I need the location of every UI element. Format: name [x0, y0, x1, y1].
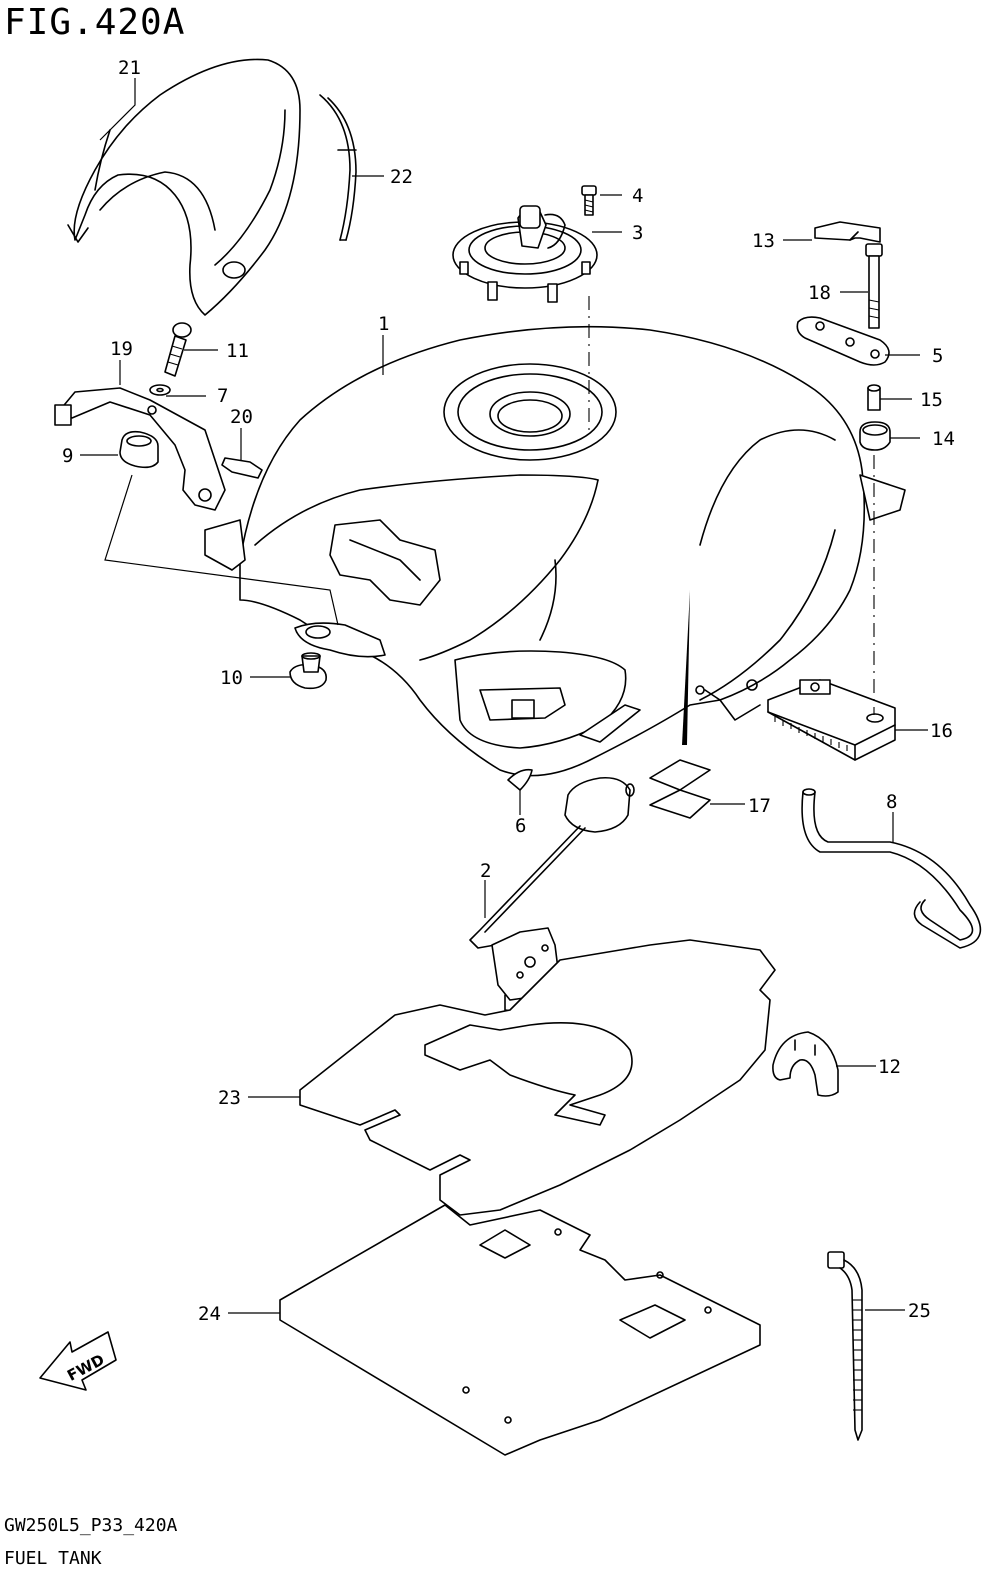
fuel-cap-part: [452, 205, 598, 303]
callout-labels: 1 2 3 4 5 6 7 8 9 10 11 12 13 14 15 16 1…: [62, 57, 955, 1325]
leader-lines: [80, 78, 928, 1314]
callout-20: 20: [230, 406, 253, 428]
callout-10: 10: [220, 667, 243, 689]
callout-4: 4: [632, 185, 643, 207]
rubber-cushion-part: [859, 421, 891, 451]
figure-name: FUEL TANK: [4, 1548, 102, 1569]
breather-hose-part: [801, 788, 982, 949]
callout-9: 9: [62, 445, 73, 467]
callout-5: 5: [932, 345, 943, 367]
cushion-block-part: [814, 221, 881, 243]
callout-16: 16: [930, 720, 953, 742]
fuel-tank-part: [204, 325, 906, 777]
grommet-small-part: [289, 652, 328, 690]
callout-19: 19: [110, 338, 133, 360]
callout-7: 7: [217, 385, 228, 407]
plate-bracket-part: [796, 316, 890, 366]
callout-24: 24: [198, 1303, 221, 1325]
callout-6: 6: [515, 815, 526, 837]
long-bolt-part: [865, 243, 883, 329]
screw-part: [581, 185, 597, 216]
grommet-part: [119, 430, 159, 469]
cable-tie-part: [827, 1251, 863, 1441]
callout-14: 14: [932, 428, 955, 450]
bracket-part: [54, 387, 226, 511]
assembly-lines: [104, 296, 875, 715]
clamp-part: [772, 1031, 839, 1097]
callout-1: 1: [378, 313, 389, 335]
callout-22: 22: [390, 166, 413, 188]
callout-11: 11: [226, 340, 249, 362]
lower-plate-part: [279, 1204, 761, 1456]
tank-cover-part: [67, 58, 301, 316]
rubber-mount-part: [767, 679, 896, 761]
callout-18: 18: [808, 282, 831, 304]
callout-21: 21: [118, 57, 141, 79]
fwd-arrow-icon: FWD: [39, 1331, 117, 1391]
callout-13: 13: [752, 230, 775, 252]
cushion-part: [221, 457, 263, 479]
callout-12: 12: [878, 1056, 901, 1078]
callout-3: 3: [632, 222, 643, 244]
figure-title: FIG.420A: [4, 2, 186, 43]
callout-15: 15: [920, 389, 943, 411]
washer-part: [149, 384, 171, 396]
heat-shield-part: [299, 939, 776, 1216]
callout-17: 17: [748, 795, 771, 817]
emblem-part: [649, 759, 711, 819]
callout-8: 8: [886, 791, 897, 813]
model-code: GW250L5_P33_420A: [4, 1515, 178, 1536]
bolt-part: [164, 322, 192, 377]
pad-part: [507, 768, 533, 791]
callout-2: 2: [480, 860, 491, 882]
callout-23: 23: [218, 1087, 241, 1109]
callout-25: 25: [908, 1300, 931, 1322]
seal-strip-part: [319, 94, 357, 241]
collar-part: [867, 384, 881, 411]
